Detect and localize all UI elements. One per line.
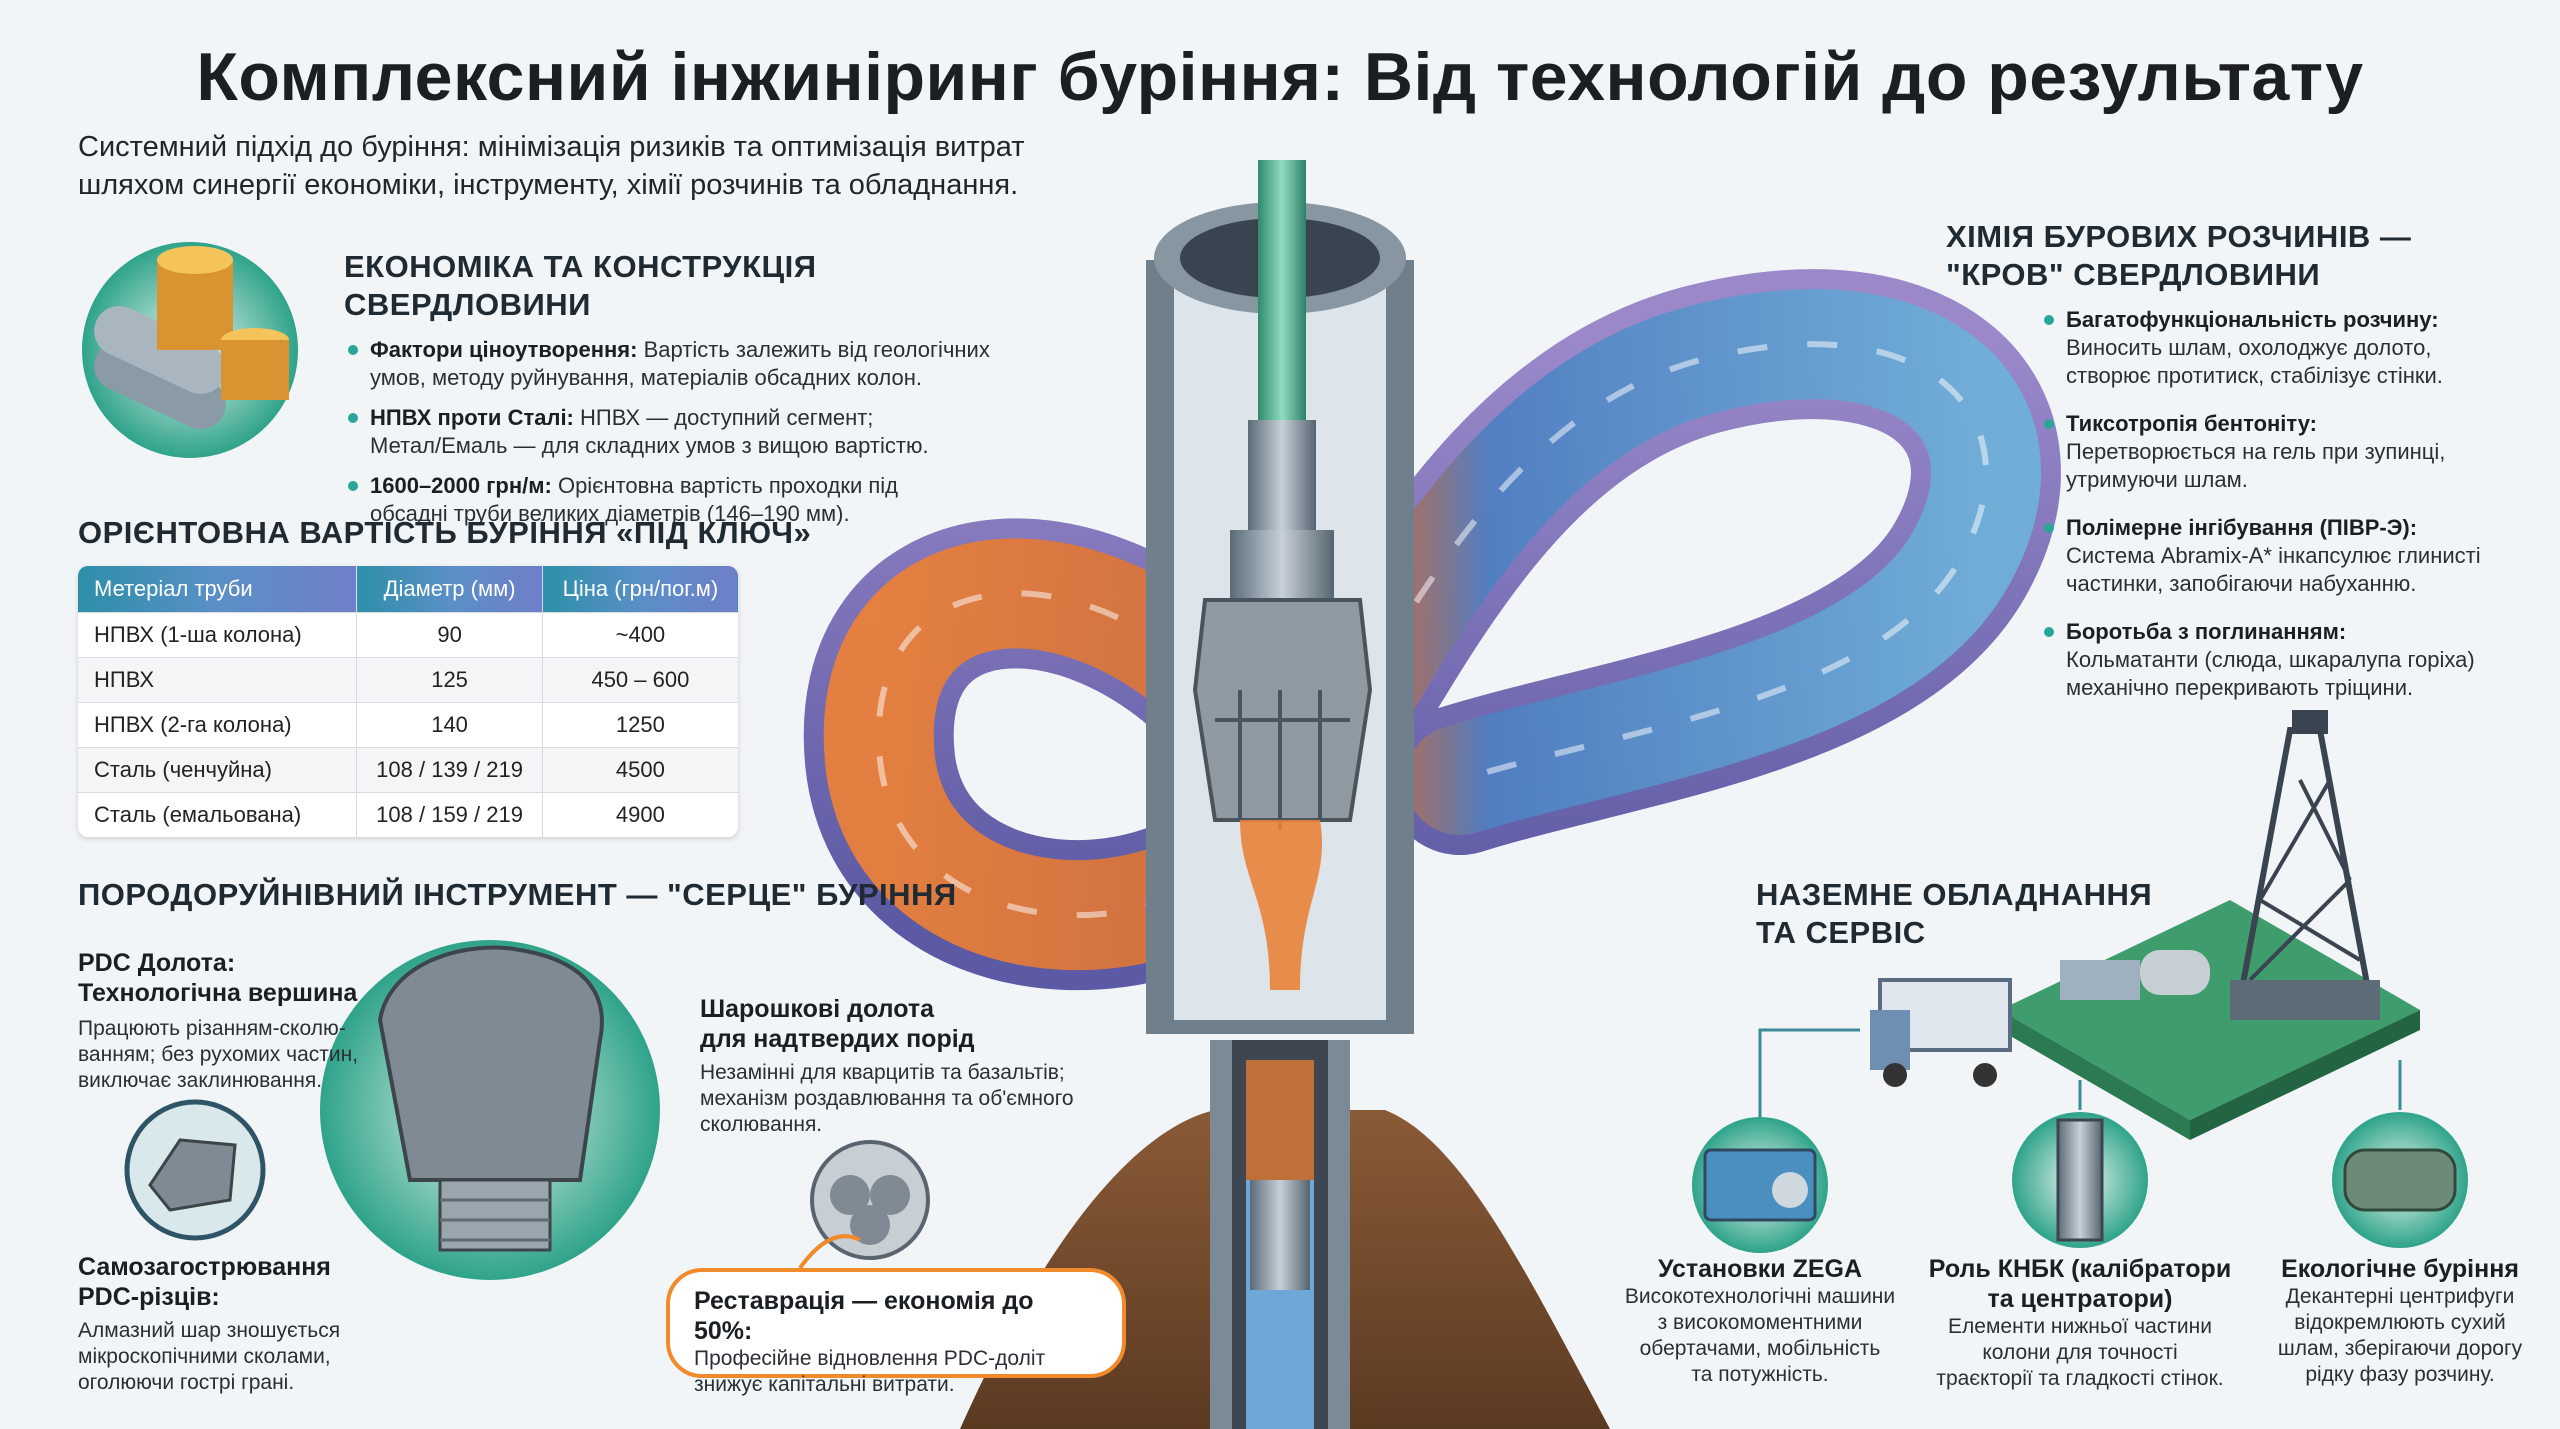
column-header: Діаметр (мм)	[356, 566, 543, 613]
subtitle-line: шляхом синергії економіки, інструменту, …	[78, 169, 1019, 201]
eco-block: Екологічне буріння Декантерні центрифуги…	[2277, 1255, 2523, 1386]
pdc-bit-icon	[320, 940, 660, 1280]
restoration-callout: Реставрація — економія до 50%: Професійн…	[666, 1268, 1126, 1396]
roller-cone-block: Шарошкові долота для надтвердих порід Не…	[700, 995, 1074, 1136]
page-title: Комплексний інжиніринг буріння: Від техн…	[196, 39, 2364, 115]
tools-heading: ПОРОДОРУЙНІВНИЙ ІНСТРУМЕНТ — "СЕРЦЕ" БУР…	[78, 877, 957, 912]
zega-rig-icon	[1692, 1117, 1828, 1253]
column-header: Метеріал труби	[78, 566, 357, 613]
page-subtitle: Системний підхід до буріння: мінімізація…	[78, 128, 1078, 204]
zega-block: Установки ZEGA Високотехнологічні машини…	[1624, 1255, 1896, 1386]
list-item: Полімерне інгібування (ПІВР-Э):Система A…	[2040, 514, 2550, 598]
roller-cone-bit-icon	[812, 1142, 928, 1258]
truck-icon	[1866, 970, 2016, 1080]
chemistry-heading: ХІМІЯ БУРОВИХ РОЗЧИНІВ —	[1946, 219, 2412, 254]
list-item: Боротьба з поглинанням:Кольматанти (слюд…	[2040, 618, 2550, 702]
price-table-heading: ОРІЄНТОВНА ВАРТІСТЬ БУРІННЯ «ПІД КЛЮЧ»	[78, 515, 812, 550]
surface-section: НАЗЕМНЕ ОБЛАДНАННЯ ТА СЕРВІС	[1756, 876, 2156, 952]
list-item: НПВХ проти Сталі: НПВХ — доступний сегме…	[344, 404, 1044, 460]
stabilizer-icon	[2012, 1112, 2148, 1248]
column-header: Ціна (грн/пог.м)	[541, 566, 738, 613]
coins-pipes-icon	[82, 242, 298, 458]
economics-section: ЕКОНОМІКА ТА КОНСТРУКЦІЯ СВЕРДЛОВИНИ Фак…	[344, 248, 1044, 540]
self-sharpening-block: Самозагострювання PDC-різців: Алмазний ш…	[78, 1253, 341, 1394]
surface-heading: НАЗЕМНЕ ОБЛАДНАННЯ	[1756, 877, 2153, 912]
list-item: Фактори ціноутворення: Вартість залежить…	[344, 336, 1044, 392]
centrifuge-icon	[2332, 1112, 2468, 1248]
list-item: 1600–2000 грн/м: Орієнтовна вартість про…	[344, 472, 1044, 528]
diamond-cutter-icon	[127, 1102, 263, 1238]
table-row: НПВХ (1-ша колона)90~400	[78, 612, 738, 658]
chemistry-heading: "КРОВ" СВЕРДЛОВИНИ	[1946, 257, 2321, 292]
price-table: Метеріал труби Діаметр (мм) Ціна (грн/по…	[78, 566, 738, 837]
pdc-block: PDC Долота: Технологічна вершина Працюют…	[78, 949, 359, 1092]
chemistry-section: ХІМІЯ БУРОВИХ РОЗЧИНІВ — "КРОВ" СВЕРДЛОВ…	[1946, 218, 2546, 294]
chemistry-list: Багатофункціональність розчину:Виносить …	[2040, 306, 2550, 714]
list-item: Тиксотропія бентоніту:Перетворюється на …	[2040, 410, 2550, 494]
subtitle-line: Системний підхід до буріння: мінімізація…	[78, 131, 1025, 163]
drilling-rig-icon	[2200, 700, 2420, 1030]
economics-heading: ЕКОНОМІКА ТА КОНСТРУКЦІЯ СВЕРДЛОВИНИ	[344, 249, 817, 322]
knbk-block: Роль КНБК (калібратори та центратори) Ел…	[1928, 1255, 2232, 1390]
surface-heading: ТА СЕРВІС	[1756, 915, 1926, 950]
list-item: Багатофункціональність розчину:Виносить …	[2040, 306, 2550, 390]
economics-list: Фактори ціноутворення: Вартість залежить…	[344, 336, 1044, 528]
